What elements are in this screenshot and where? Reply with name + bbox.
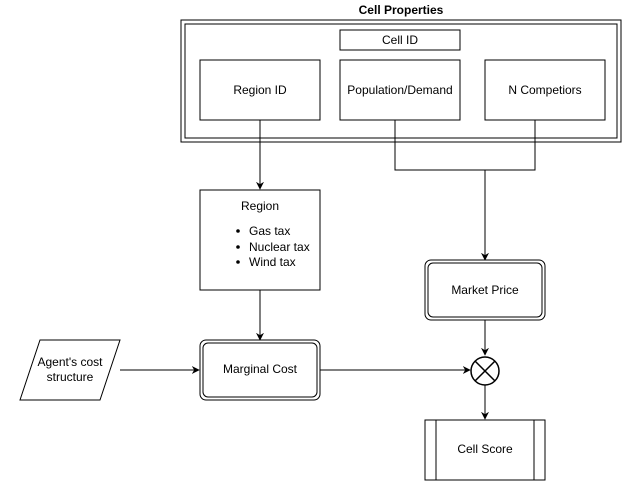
n-competitors-label: N Competiors [508, 83, 581, 97]
bullet-icon [236, 245, 240, 249]
region-node: Region Gas tax Nuclear tax Wind tax [199, 189, 321, 291]
n-competitors-node: N Competiors [484, 59, 606, 121]
cell-id-node: Cell ID [339, 29, 461, 51]
market-price-node: Market Price [424, 259, 546, 321]
agent-cost-label-line1: Agent's cost [38, 355, 104, 369]
cell-score-label: Cell Score [457, 442, 513, 456]
merge-line-population-competitors [394, 120, 536, 171]
cell-id-label: Cell ID [382, 33, 418, 47]
region-item-gas-tax: Gas tax [249, 224, 290, 238]
region-id-node: Region ID [199, 59, 321, 121]
marginal-cost-node: Marginal Cost [199, 339, 321, 401]
population-demand-label: Population/Demand [347, 83, 452, 97]
combine-x-icon [470, 356, 500, 386]
agent-cost-label-line2: structure [47, 370, 94, 384]
region-item-wind-tax: Wind tax [249, 255, 296, 269]
agent-cost-structure-node: Agent's cost structure [19, 339, 121, 401]
region-id-label: Region ID [233, 83, 287, 97]
bullet-icon [236, 229, 240, 233]
region-title: Region [241, 199, 279, 213]
region-item-nuclear-tax: Nuclear tax [249, 240, 310, 254]
bullet-icon [236, 260, 240, 264]
cell-score-node: Cell Score [424, 419, 546, 481]
market-price-label: Market Price [451, 283, 519, 297]
group-title: Cell Properties [359, 3, 444, 17]
population-demand-node: Population/Demand [339, 59, 461, 121]
marginal-cost-label: Marginal Cost [223, 362, 298, 376]
